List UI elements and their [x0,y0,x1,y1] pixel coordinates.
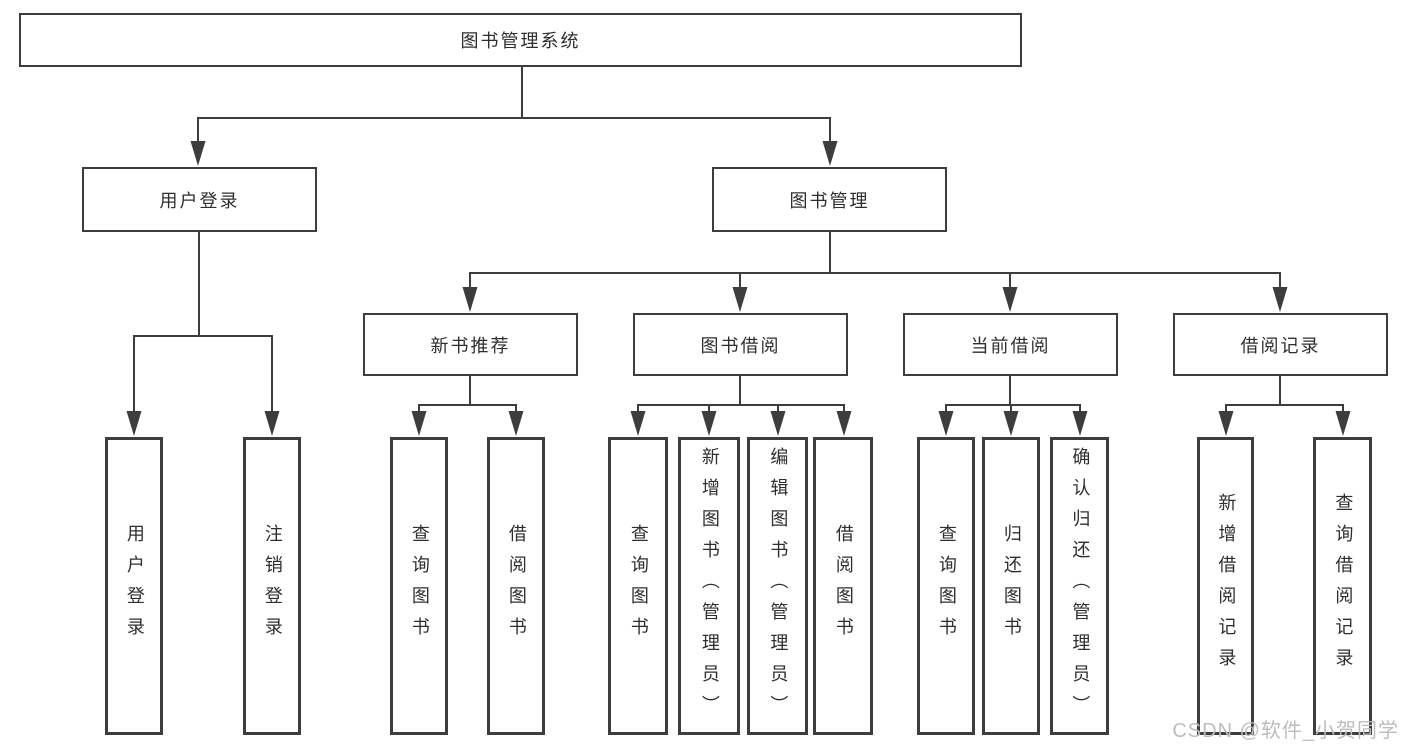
node-label: 查询图书 [936,524,957,648]
node-borrow-books-recommend: 借阅图书 [487,437,545,735]
node-label: 借阅图书 [506,524,527,648]
node-label: 归还图书 [1001,524,1022,648]
node-query-books-current: 查询图书 [917,437,975,735]
node-logout: 注销登录 [243,437,301,735]
node-label: 图书管理系统 [460,31,581,51]
node-query-books-recommend: 查询图书 [390,437,448,735]
node-label: 查询图书 [628,524,649,648]
node-label: 借阅记录 [1240,335,1321,356]
node-return-books: 归还图书 [982,437,1040,735]
node-borrow-books-borrowing: 借阅图书 [813,437,873,735]
node-label: 查询借阅记录 [1333,493,1354,679]
node-label: 确认归还（管理员） [1070,446,1091,726]
node-add-borrow-record: 新增借阅记录 [1197,437,1254,735]
node-borrowing-records: 借阅记录 [1173,313,1388,376]
node-book-borrowing: 图书借阅 [633,313,848,376]
node-current-borrowing: 当前借阅 [903,313,1118,376]
node-new-book-recommendation: 新书推荐 [363,313,578,376]
node-confirm-return-admin: 确认归还（管理员） [1050,437,1109,735]
node-label: 用户登录 [159,190,240,211]
node-user-login: 用户登录 [105,437,163,735]
node-label: 查询图书 [409,524,430,648]
node-add-books-admin: 新增图书（管理员） [678,437,740,735]
node-user-login-branch: 用户登录 [82,167,317,232]
node-label: 新增图书（管理员） [699,446,720,726]
node-query-borrow-record: 查询借阅记录 [1313,437,1372,735]
node-edit-books-admin: 编辑图书（管理员） [747,437,808,735]
csdn-watermark: CSDN @软件_小贺同学 [1172,720,1399,742]
node-label: 编辑图书（管理员） [768,446,789,726]
node-query-books-borrowing: 查询图书 [608,437,668,735]
node-label: 注销登录 [262,524,283,648]
node-label: 图书借阅 [700,335,781,356]
node-label: 用户登录 [124,524,145,648]
node-book-management: 图书管理 [712,167,947,232]
node-label: 新增借阅记录 [1216,493,1237,679]
node-library-management-system: 图书管理系统 [19,13,1022,67]
node-label: 新书推荐 [430,335,511,356]
node-label: 借阅图书 [833,524,854,648]
node-label: 当前借阅 [970,335,1051,356]
node-label: 图书管理 [789,190,870,211]
